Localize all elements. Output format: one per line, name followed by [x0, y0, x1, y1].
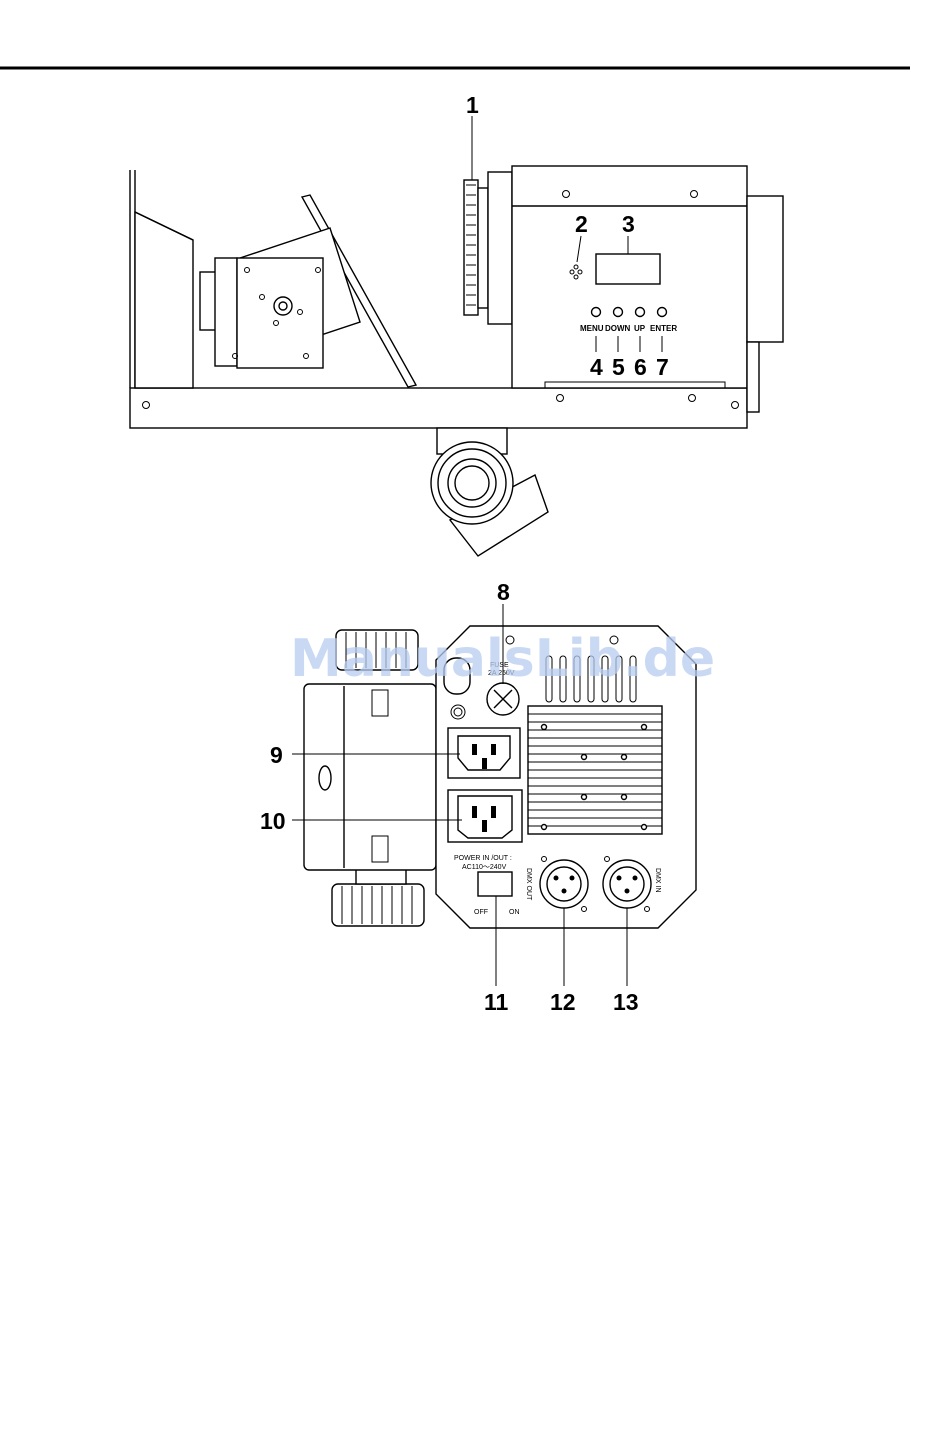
- menu-label: MENU: [580, 324, 604, 333]
- yoke-knob: [431, 442, 513, 524]
- callout-2: 2: [575, 211, 588, 237]
- power-label-line1: POWER IN /OUT :: [454, 855, 512, 862]
- callout-5: 5: [612, 354, 625, 380]
- power-label-line2: AC110～240V: [462, 864, 507, 871]
- lower-knob: [332, 884, 424, 926]
- base-rail: [130, 388, 747, 428]
- callout-9: 9: [270, 742, 283, 768]
- heatsink: [528, 706, 662, 834]
- watermark: ManualsLib.de: [290, 629, 715, 689]
- callout-7: 7: [656, 354, 669, 380]
- switch-on-label: ON: [509, 909, 520, 916]
- dmx-out-label: DMX OUT: [525, 868, 532, 901]
- up-label: UP: [634, 324, 646, 333]
- callout-8: 8: [497, 579, 510, 605]
- callout-3: 3: [622, 211, 635, 237]
- down-label: DOWN: [605, 324, 631, 333]
- lcd-display: [596, 254, 660, 284]
- power-in-socket: [448, 790, 522, 842]
- callout-11: 11: [484, 989, 509, 1015]
- top-view-diagram: MENU DOWN UP ENTER 1 2 3 4 5 6 7: [130, 92, 783, 556]
- power-switch[interactable]: [478, 872, 512, 896]
- callout-13: 13: [613, 989, 639, 1015]
- callout-6: 6: [634, 354, 647, 380]
- enter-label: ENTER: [650, 324, 677, 333]
- callout-1: 1: [466, 92, 479, 118]
- dmx-in-label: DMX IN: [654, 868, 661, 893]
- callout-10: 10: [260, 808, 286, 834]
- side-bracket: [304, 684, 436, 870]
- callout-4: 4: [590, 354, 603, 380]
- switch-off-label: OFF: [474, 909, 488, 916]
- callout-12: 12: [550, 989, 576, 1015]
